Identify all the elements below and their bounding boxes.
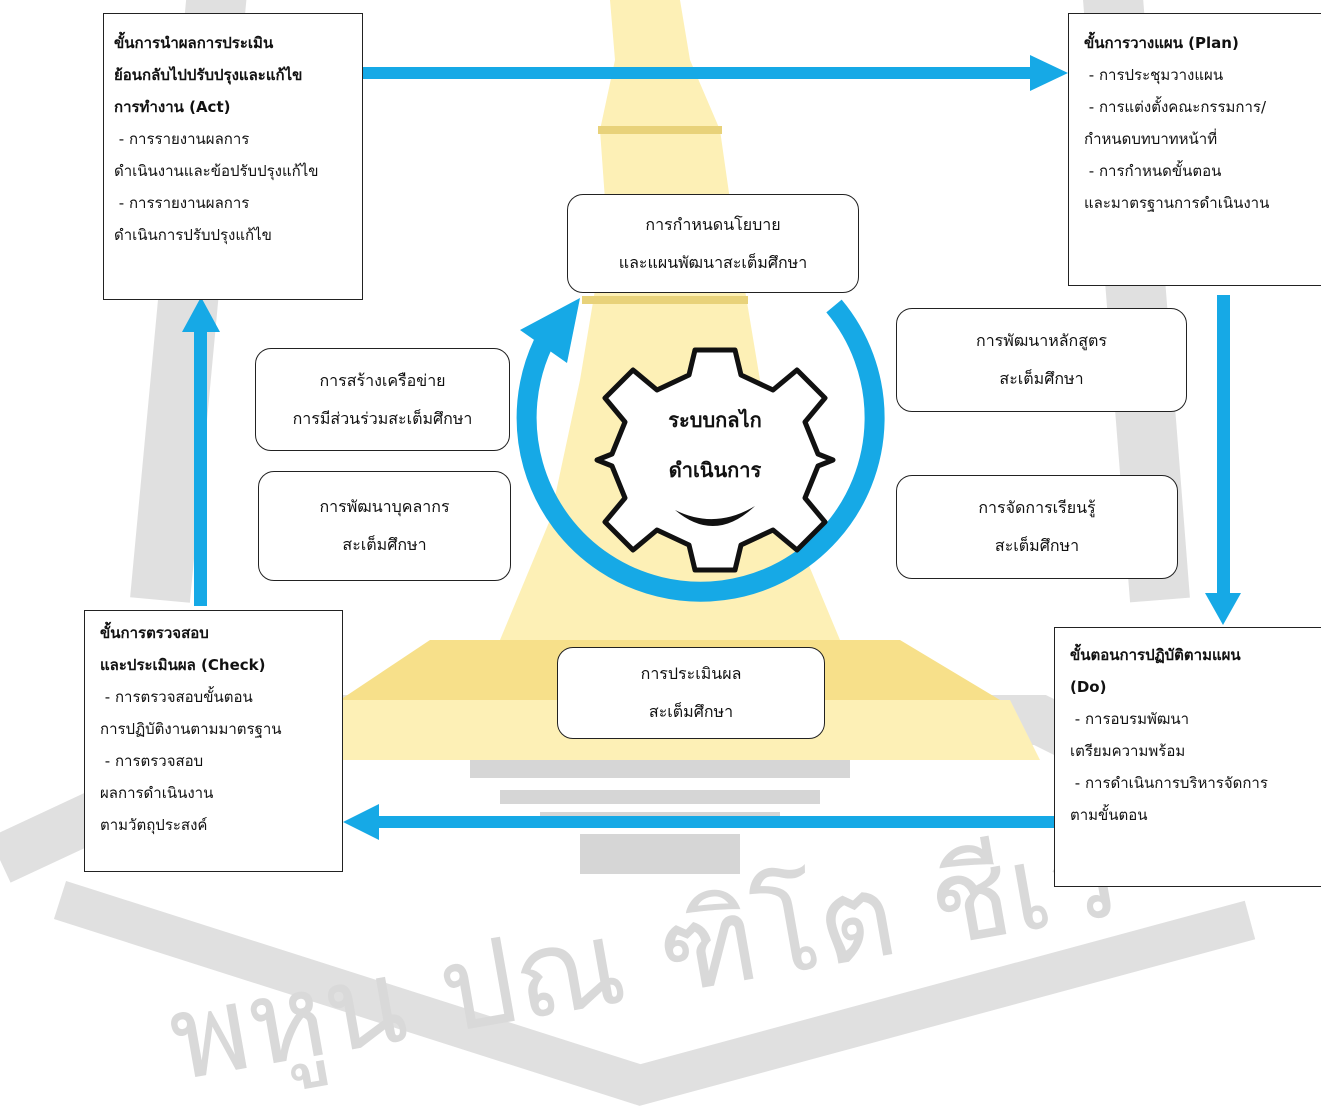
gear-label-line-2: ดำเนินการ [668, 458, 762, 482]
step-plan-detail-line: และมาตรฐานการดำเนินงาน [1084, 194, 1270, 212]
step-act-title-line: การทำงาน (Act) [114, 98, 231, 116]
gear-icon [594, 347, 836, 573]
activity-personnel-box: การพัฒนาบุคลากร สะเต็มศึกษา [258, 471, 511, 581]
step-act-title-line: ขั้นการนำผลการประเมิน [114, 34, 274, 52]
activity-policy-box: การกำหนดนโยบาย และแผนพัฒนาสะเต็มศึกษา [567, 194, 859, 293]
step-act-box: ขั้นการนำผลการประเมิน ย้อนกลับไปปรับปรุง… [103, 13, 363, 300]
gear-smile [675, 506, 755, 527]
step-do-box: ขั้นตอนการปฏิบัติตามแผน (Do) - การอบรมพั… [1054, 627, 1321, 887]
step-check-detail-line: - การตรวจสอบขั้นตอน [100, 688, 253, 706]
arrow-check-to-act [182, 297, 220, 606]
activity-learning-line: สะเต็มศึกษา [994, 536, 1080, 555]
step-act-title-line: ย้อนกลับไปปรับปรุงและแก้ไข [114, 66, 303, 84]
step-act-detail-line: ดำเนินงานและข้อปรับปรุงแก้ไข [114, 162, 319, 180]
step-check-title-line: ขั้นการตรวจสอบ [100, 624, 209, 642]
activity-evaluation-box: การประเมินผล สะเต็มศึกษา [557, 647, 825, 739]
step-act-detail-line: ดำเนินการปรับปรุงแก้ไข [114, 226, 272, 244]
activity-policy-line: และแผนพัฒนาสะเต็มศึกษา [618, 252, 808, 272]
step-do-detail-line: ตามขั้นตอน [1070, 806, 1148, 824]
activity-network-box: การสร้างเครือข่าย การมีส่วนร่วมสะเต็มศึก… [255, 348, 510, 451]
step-check-detail-line: ผลการดำเนินงาน [100, 784, 214, 802]
activity-curriculum-line: สะเต็มศึกษา [999, 369, 1084, 388]
activity-personnel-line: สะเต็มศึกษา [342, 535, 427, 554]
step-do-title-line: ขั้นตอนการปฏิบัติตามแผน [1070, 646, 1241, 664]
step-plan-detail-line: - การแต่งตั้งคณะกรรมการ/ [1084, 98, 1267, 116]
arrow-do-to-check [343, 804, 1054, 840]
activity-evaluation-line: สะเต็มศึกษา [648, 702, 734, 721]
step-check-title-line: และประเมินผล (Check) [100, 656, 266, 674]
activity-curriculum-line: การพัฒนาหลักสูตร [976, 331, 1107, 350]
step-do-detail-line: - การดำเนินการบริหารจัดการ [1070, 774, 1268, 792]
activity-network-line: การมีส่วนร่วมสะเต็มศึกษา [292, 408, 473, 428]
activity-network-line: การสร้างเครือข่าย [319, 370, 446, 390]
step-plan-title-line: ขั้นการวางแผน (Plan) [1084, 34, 1239, 52]
step-do-detail-line: เตรียมความพร้อม [1070, 742, 1186, 760]
gear-label-line-1: ระบบกลไก [668, 408, 762, 432]
step-plan-detail-line: กำหนดบทบาทหน้าที่ [1084, 130, 1218, 148]
step-plan-detail-line: - การประชุมวางแผน [1084, 66, 1224, 84]
step-check-box: ขั้นการตรวจสอบ และประเมินผล (Check) - กา… [84, 610, 343, 872]
step-do-title-line: (Do) [1070, 678, 1107, 696]
step-check-detail-line: - การตรวจสอบ [100, 752, 204, 770]
step-act-detail-line: - การรายงานผลการ [114, 130, 250, 148]
arrow-act-to-plan [362, 55, 1068, 91]
arrow-plan-to-do [1205, 295, 1241, 625]
activity-curriculum-box: การพัฒนาหลักสูตร สะเต็มศึกษา [896, 308, 1187, 412]
cycle-ring [516, 298, 885, 602]
step-check-detail-line: ตามวัตถุประสงค์ [100, 816, 208, 834]
step-do-detail-line: - การอบรมพัฒนา [1070, 710, 1190, 728]
pattern-block [470, 760, 850, 874]
activity-personnel-line: การพัฒนาบุคลากร [319, 497, 450, 516]
step-act-detail-line: - การรายงานผลการ [114, 194, 250, 212]
gear-label: ระบบกลไก ดำเนินการ [615, 395, 815, 495]
activity-learning-line: การจัดการเรียนรู้ [978, 498, 1096, 517]
activity-policy-line: การกำหนดนโยบาย [645, 214, 781, 234]
step-plan-box: ขั้นการวางแผน (Plan) - การประชุมวางแผน -… [1068, 13, 1321, 286]
activity-learning-box: การจัดการเรียนรู้ สะเต็มศึกษา [896, 475, 1178, 579]
step-plan-detail-line: - การกำหนดขั้นตอน [1084, 162, 1222, 180]
activity-evaluation-line: การประเมินผล [640, 664, 742, 683]
step-check-detail-line: การปฏิบัติงานตามมาตรฐาน [100, 720, 282, 738]
